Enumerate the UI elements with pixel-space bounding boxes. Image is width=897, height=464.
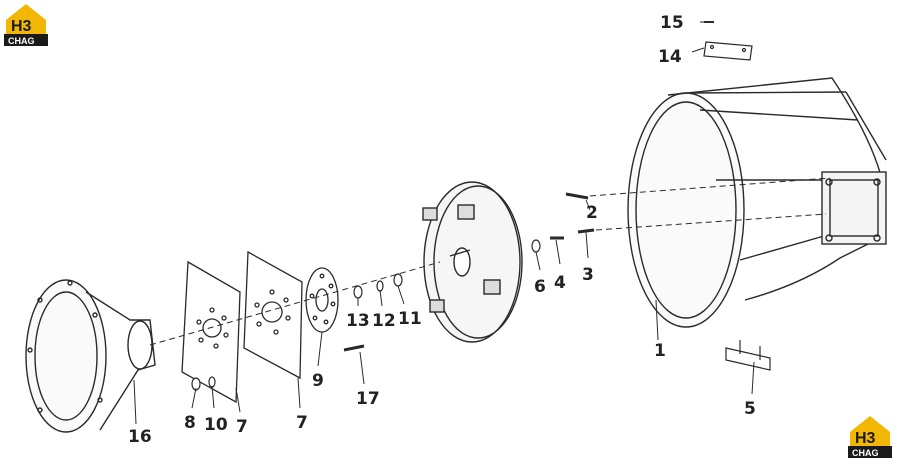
callout-5: 5 <box>744 399 756 419</box>
callout-14: 14 <box>658 47 682 67</box>
flange-disc-9 <box>305 267 339 333</box>
logo-icon: H3 CHAG <box>4 4 48 46</box>
assembly-axis-lines <box>149 177 831 346</box>
fasteners <box>191 21 714 391</box>
logo-icon: H3 CHAG <box>848 416 892 458</box>
callout-15: 15 <box>660 13 684 33</box>
funnel-part-16 <box>25 279 156 433</box>
callout-3: 3 <box>582 265 594 285</box>
callout-12: 12 <box>372 311 396 331</box>
callout-4: 4 <box>554 273 566 293</box>
callout-1: 1 <box>654 341 666 361</box>
brand-logo-top-left: H3 CHAG <box>2 2 50 48</box>
callout-2: 2 <box>586 203 598 223</box>
callout-17: 17 <box>356 389 380 409</box>
callout-16: 16 <box>128 427 152 447</box>
logo-mark: H3 <box>11 18 32 35</box>
callout-labels: 1 2 3 4 5 6 7 7 8 9 10 11 12 13 14 15 16… <box>128 13 756 447</box>
cover-plate-14 <box>703 41 753 61</box>
logo-sub: CHAG <box>8 36 35 46</box>
callout-9: 9 <box>312 371 324 391</box>
callout-7b: 7 <box>296 413 308 433</box>
callout-6: 6 <box>534 277 546 297</box>
callout-10: 10 <box>204 415 228 435</box>
gasket-plate-7b <box>243 250 303 380</box>
callout-11: 11 <box>398 309 422 329</box>
leader-lines <box>133 21 755 425</box>
bracket-plate-5 <box>725 340 771 371</box>
callout-8: 8 <box>184 413 196 433</box>
brand-logo-bottom-right: H3 CHAG <box>846 414 894 460</box>
callout-7a: 7 <box>236 417 248 437</box>
logo-mark: H3 <box>855 430 876 447</box>
logo-sub: CHAG <box>852 448 879 458</box>
callout-13: 13 <box>346 311 370 331</box>
rotor-disc-part <box>422 181 523 343</box>
housing-part-1 <box>627 77 887 328</box>
